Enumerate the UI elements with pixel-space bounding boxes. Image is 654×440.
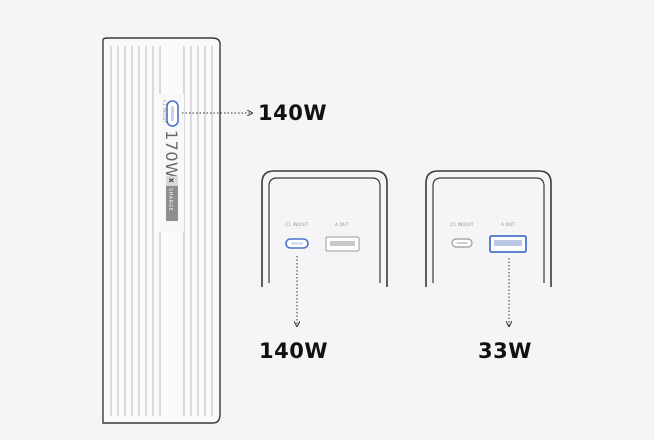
port-closeup-usb-a: C1 IN/OUT A OUT: [425, 170, 552, 287]
closeup2-usb-a-label: A OUT: [501, 222, 515, 227]
port-closeup-usb-c: C1 IN/OUT A OUT: [261, 170, 388, 287]
usb-c-tongue: [171, 106, 174, 121]
closeup1-output-label: 140W: [259, 339, 328, 363]
power-bank: C1 IN/OUT 170W X SHARGE: [102, 37, 221, 424]
closeup1-usb-a-tongue: [330, 241, 355, 246]
power-bank-port-label: C1 IN/OUT: [162, 100, 167, 124]
power-bank-badge: X SHARGE: [166, 176, 178, 221]
badge-text: SHARGE: [167, 188, 173, 211]
power-bank-output-label: 140W: [258, 101, 327, 125]
closeup2-usb-c-label: C1 IN/OUT: [450, 222, 474, 227]
badge-icon: X: [167, 178, 174, 183]
closeup1-usb-c-tongue: [291, 242, 303, 245]
power-bank-capacity: 170W: [162, 130, 181, 178]
power-bank-ridges: [110, 46, 213, 416]
closeup1-usb-a-label: A OUT: [335, 222, 349, 227]
closeup2-output-label: 33W: [478, 339, 532, 363]
closeup1-usb-c-label: C1 IN/OUT: [285, 222, 309, 227]
closeup2-usb-a-tongue: [494, 240, 522, 246]
closeup2-usb-c-tongue: [456, 242, 468, 244]
